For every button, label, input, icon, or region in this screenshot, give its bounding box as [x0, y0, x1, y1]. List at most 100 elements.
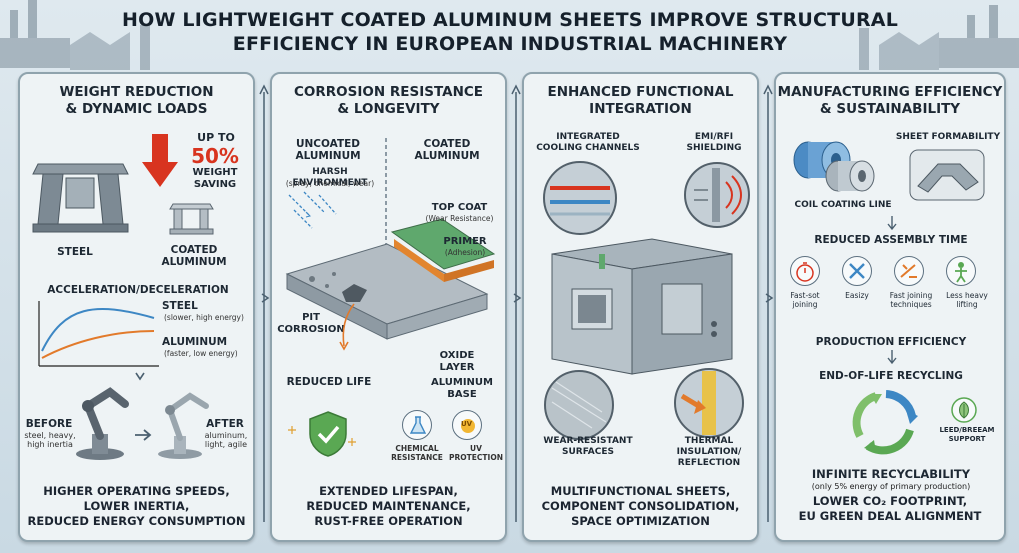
emi-line-2: SHIELDING [686, 143, 742, 153]
acceleration-chart-title: ACCELERATION/DECELERATION [47, 284, 229, 296]
coil-coating-line-label: COIL COATING LINE [794, 200, 892, 210]
chemical-flask-icon [402, 410, 432, 440]
sparkle-icon [288, 426, 356, 446]
panel-3-summary-line-2: COMPONENT CONSOLIDATION, [541, 499, 740, 513]
coil-rolls-icon [793, 141, 875, 192]
leed-leaf-icon [951, 397, 977, 423]
cooling-channels-icon [543, 161, 617, 235]
panel-3-summary-line-3: SPACE OPTIMIZATION [571, 514, 710, 528]
wear-resistant-label: WEAR-RESISTANT SURFACES [528, 436, 648, 458]
leed-line-2: SUPPORT [948, 435, 986, 443]
panel-2-title: CORROSION RESISTANCE & LONGEVITY [272, 84, 505, 118]
panel-4-summary: LOWER CO₂ FOOTPRINT, EU GREEN DEAL ALIGN… [780, 494, 1000, 524]
panel-4-title: MANUFACTURING EFFICIENCY & SUSTAINABILIT… [776, 84, 1004, 118]
harsh-environment-note: (spray, chemical, wear) [285, 179, 375, 188]
icon-label-3-line-2: lifting [956, 300, 978, 309]
layered-sheet-illustration [285, 218, 496, 340]
panel-2-summary: EXTENDED LIFESPAN, REDUCED MAINTENANCE, … [276, 484, 501, 529]
leed-breeam-label: LEED/BREEAM SUPPORT [932, 426, 1002, 444]
wear-surface-icon [544, 370, 614, 440]
aluminum-curve-label: ALUMINUM [162, 336, 228, 348]
weight-saving-percent: 50% [191, 144, 239, 168]
thermal-insulation-icon [674, 368, 744, 438]
infinite-recyclability-note: (only 5% energy of primary production) [811, 482, 971, 491]
panel-3-title-line-2: INTEGRATION [589, 101, 692, 117]
before-label: BEFORE [25, 418, 73, 430]
panel-4-title-line-1: MANUFACTURING EFFICIENCY [777, 84, 1003, 100]
steel-curve-note: (slower, high energy) [164, 313, 244, 322]
reduced-life-arrow-icon [339, 303, 355, 351]
title-line-1: HOW LIGHTWEIGHT COATED ALUMINUM SHEETS I… [121, 9, 899, 31]
wear-line-2: SURFACES [561, 447, 615, 457]
thermal-insulation-label: THERMAL INSULATION/ REFLECTION [659, 436, 757, 469]
aluminum-curve [41, 330, 155, 359]
coated-line-2: ALUMINUM [414, 150, 480, 162]
emi-line-1: EMI/RFI [694, 132, 734, 142]
machine-enclosure-illustration [551, 238, 733, 375]
coated-aluminum-frame-icon [169, 203, 214, 235]
wear-line-1: WEAR-RESISTANT [543, 436, 633, 446]
fastener-icon [894, 256, 924, 286]
chem-line-2: RESISTANCE [391, 453, 443, 462]
stopwatch-icon [790, 256, 820, 286]
panel-3-summary: MULTIFUNCTIONAL SHEETS, COMPONENT CONSOL… [528, 484, 753, 529]
panel-functional-integration: ENHANCED FUNCTIONAL INTEGRATION INTEGRAT… [522, 72, 759, 542]
oxide-line-2: LAYER [439, 362, 475, 373]
panel-1-title-line-2: & DYNAMIC LOADS [65, 101, 208, 117]
coated-aluminum-label: COATED ALUMINUM [154, 244, 234, 268]
cooling-channels-label: INTEGRATED COOLING CHANNELS [528, 132, 648, 154]
icon-label-1-line-1: Easizy [845, 291, 869, 300]
top-coat-note: (Wear Resistance) [425, 214, 494, 223]
panel-4-title-line-2: & SUSTAINABILITY [819, 101, 961, 117]
icon-label-2: Fast joining techniques [882, 291, 940, 309]
panel-1-summary-line-3: REDUCED ENERGY CONSUMPTION [27, 514, 246, 528]
coated-aluminum-line-2: ALUMINUM [161, 256, 227, 268]
top-coat-label: TOP COAT [431, 202, 488, 213]
uncoated-line-1: UNCOATED [295, 138, 361, 150]
base-line-2: BASE [447, 389, 477, 400]
harsh-environment-label: HARSH ENVIRONMENT [292, 167, 368, 188]
steel-curve-label: STEEL [162, 300, 198, 312]
after-note-line-1: aluminum, [204, 431, 248, 440]
tools-cross-icon [842, 256, 872, 286]
panel-1-summary-line-1: HIGHER OPERATING SPEEDS, [43, 484, 230, 498]
emi-shield-icon [684, 162, 750, 228]
down-arrow-1-icon [887, 216, 897, 231]
connector-arrow-1-icon [259, 84, 270, 522]
icon-label-2-line-2: techniques [890, 300, 932, 309]
uv-protection-label: UV PROTECTION [444, 444, 505, 462]
uncoated-aluminum-label: UNCOATED ALUMINUM [278, 138, 378, 162]
lifting-person-icon [946, 256, 976, 286]
uv-sun-icon: UV [452, 410, 482, 440]
aluminum-base-label: ALUMINUM BASE [422, 377, 502, 401]
panel-manufacturing-efficiency: MANUFACTURING EFFICIENCY & SUSTAINABILIT… [774, 72, 1006, 542]
primer-label: PRIMER [443, 236, 487, 247]
oxide-line-1: OXIDE [439, 350, 475, 361]
panel-3-title-line-1: ENHANCED FUNCTIONAL [547, 84, 734, 100]
page-title: HOW LIGHTWEIGHT COATED ALUMINUM SHEETS I… [120, 8, 900, 56]
icon-label-0-line-1: Fast-sot [790, 291, 820, 300]
down-arrow-icon [142, 134, 178, 187]
coated-aluminum-title: COATED ALUMINUM [392, 138, 502, 162]
weight-saving-line-2: SAVING [193, 179, 237, 190]
panel-4-summary-line-1: LOWER CO₂ FOOTPRINT, [812, 494, 968, 508]
robot-arm-aluminum-icon [158, 392, 209, 459]
down-chevron-icon [135, 372, 145, 381]
formed-sheet-icon [909, 149, 985, 201]
chemical-resistance-label: CHEMICAL RESISTANCE [384, 444, 450, 462]
down-arrow-2-icon [887, 350, 897, 365]
chem-line-1: CHEMICAL [395, 444, 439, 453]
uv-line-1: UV [470, 444, 482, 453]
acceleration-curve-chart [38, 301, 159, 367]
steel-label: STEEL [57, 246, 93, 258]
connector-arrow-2-icon [511, 84, 522, 522]
weight-saving-line-1: WEIGHT [192, 167, 238, 178]
recycling-arrows-icon [852, 390, 918, 455]
cooling-line-2: COOLING CHANNELS [536, 143, 640, 153]
uv-icon-text: UV [460, 420, 473, 428]
coated-aluminum-line-1: COATED [170, 244, 218, 256]
thermal-line-3: REFLECTION [677, 458, 741, 468]
icon-label-0-line-2: joining [792, 300, 818, 309]
before-after-arrow-icon [135, 429, 152, 441]
shield-check-icon [309, 411, 347, 457]
